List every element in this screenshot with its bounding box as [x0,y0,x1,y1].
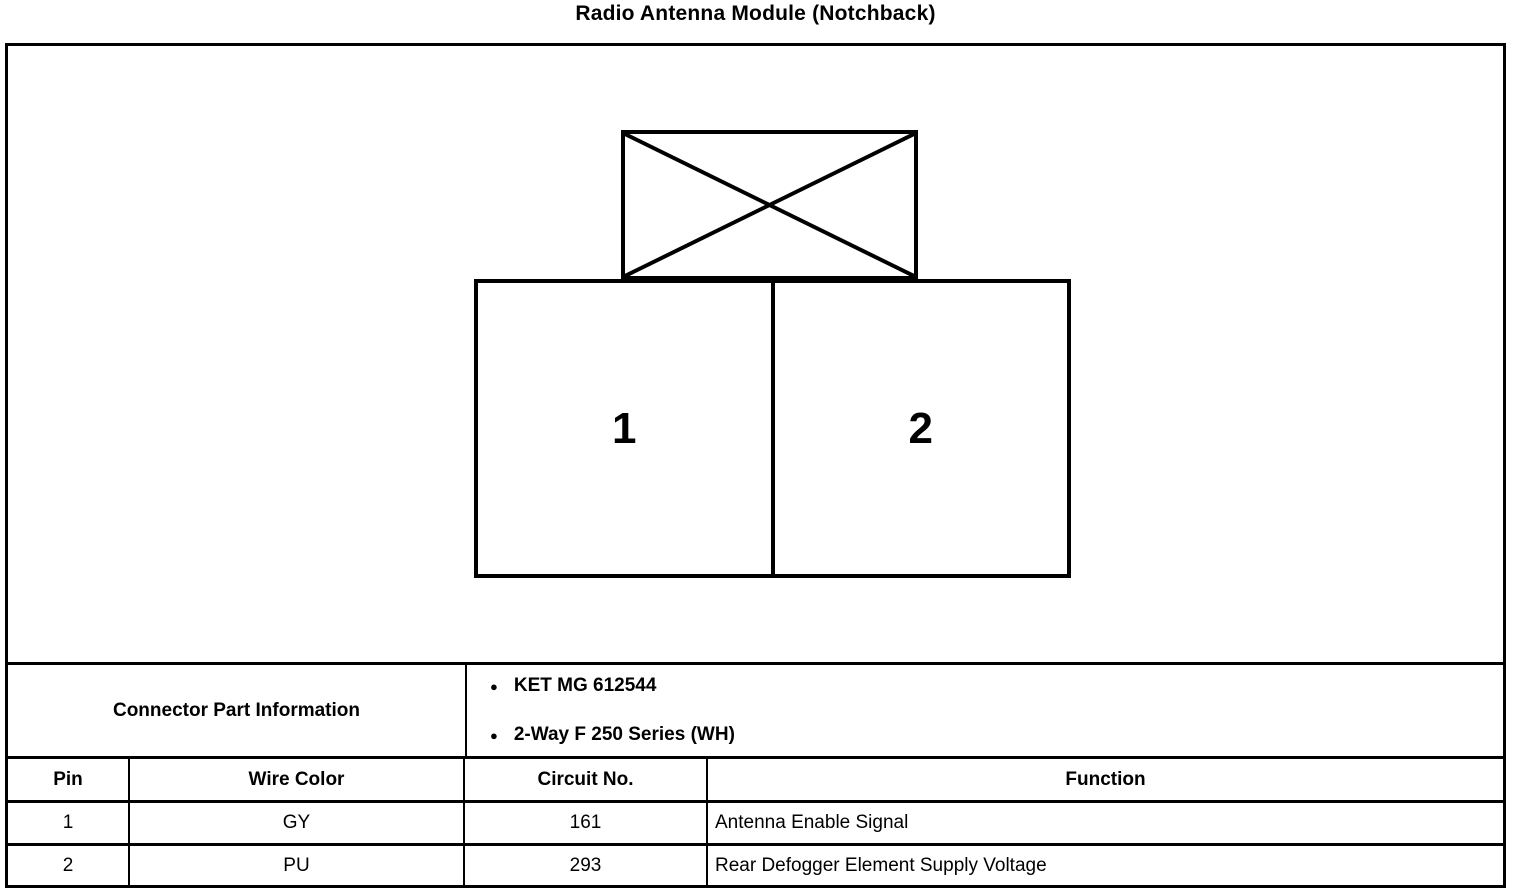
crossed-lines-icon [625,134,914,276]
part-info-bullet-2: ● 2-Way F 250 Series (WH) [490,724,1503,746]
connector-cavities: 1 2 [474,279,1071,578]
circuit-no-cell: 293 [463,846,706,885]
pin-cell: 1 [62,812,74,833]
pin-2-label: 2 [908,403,933,453]
column-header-pin: Pin [53,768,83,790]
column-header-function: Function [706,759,1503,800]
bullet-icon: ● [490,727,498,743]
wire-color-cell: GY [128,803,463,843]
pin-cell: 2 [62,854,74,876]
function-cell: Rear Defogger Element Supply Voltage [706,846,1503,885]
connector-part-info-details: ● KET MG 612544 ● 2-Way F 250 Series (WH… [465,665,1503,756]
bullet-icon: ● [490,678,498,694]
pinout-table: Connector Part Information ● KET MG 6125… [8,662,1503,885]
connector-part-info-row: Connector Part Information ● KET MG 6125… [8,662,1503,756]
pin-cavity-2: 2 [770,283,1068,574]
part-number-text: KET MG 612544 [513,675,657,696]
series-text: 2-Way F 250 Series (WH) [513,724,735,745]
pin-1-label: 1 [612,403,637,453]
connector-keyway-box [621,130,918,280]
wire-color-cell: PU [128,846,463,885]
circuit-no-cell: 161 [463,803,706,843]
column-header-wire-color: Wire Color [128,759,463,800]
connector-part-info-label: Connector Part Information [112,699,360,721]
function-cell: Antenna Enable Signal [706,803,1503,843]
pin-cavity-1: 1 [478,283,771,574]
connector-figure: 1 2 Connector Part Information ● KET MG … [5,43,1506,888]
table-row: 1 GY 161 Antenna Enable Signal [8,800,1503,843]
column-header-circuit-no: Circuit No. [463,759,706,800]
table-row: 2 PU 293 Rear Defogger Element Supply Vo… [8,843,1503,885]
table-header-row: Pin Wire Color Circuit No. Function [8,756,1503,800]
page-title: Radio Antenna Module (Notchback) [575,2,936,25]
part-info-bullet-1: ● KET MG 612544 [490,675,1503,697]
connector-diagram: 1 2 [8,46,1503,662]
